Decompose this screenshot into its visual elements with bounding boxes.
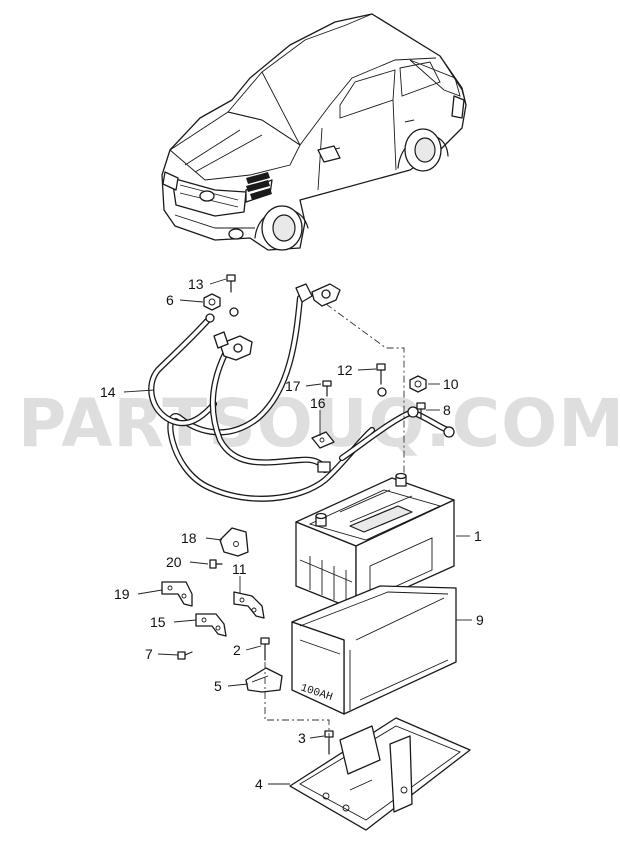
callout-14: 14 — [100, 384, 116, 400]
callout-19: 19 — [114, 586, 130, 602]
callouts: 13 6 14 17 12 16 10 8 1 9 18 20 11 19 15… — [100, 276, 484, 792]
callout-7: 7 — [145, 646, 153, 662]
callout-5: 5 — [214, 678, 222, 694]
battery — [295, 472, 455, 611]
brackets — [161, 527, 283, 693]
vehicle-illustration — [161, 13, 467, 251]
alignment-lines — [264, 303, 405, 740]
callout-20: 20 — [166, 554, 182, 570]
callout-3: 3 — [298, 730, 306, 746]
callout-2: 2 — [233, 642, 241, 658]
battery-tray — [289, 717, 471, 831]
callout-17: 17 — [285, 378, 301, 394]
battery-insulator — [291, 585, 457, 715]
watermark-text: PARTSOUQ.COM — [18, 385, 620, 462]
callout-16: 16 — [310, 395, 326, 411]
callout-8: 8 — [443, 402, 451, 418]
callout-11: 11 — [232, 561, 247, 577]
cable-bracket — [311, 431, 335, 449]
callout-12: 12 — [337, 362, 353, 378]
battery-cable-assembly — [148, 283, 455, 502]
callout-4: 4 — [255, 776, 263, 792]
callout-18: 18 — [181, 530, 197, 546]
fasteners — [177, 274, 427, 755]
callout-13: 13 — [188, 276, 204, 292]
callout-15: 15 — [150, 614, 166, 630]
leader-lines — [123, 278, 472, 785]
callout-1: 1 — [474, 528, 482, 544]
callout-6: 6 — [166, 292, 174, 308]
callout-10: 10 — [443, 376, 459, 392]
callout-9: 9 — [476, 612, 484, 628]
